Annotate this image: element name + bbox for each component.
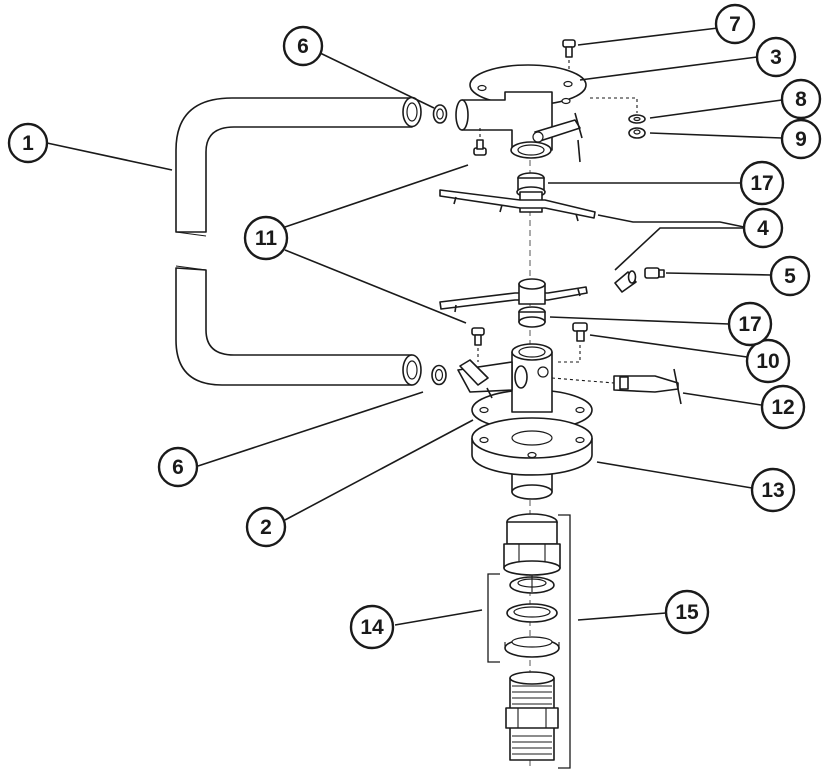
svg-text:17: 17 — [738, 313, 761, 336]
split-ring — [509, 575, 555, 594]
nozzle-4 — [614, 270, 637, 293]
seal-ring — [504, 636, 560, 658]
o-ring — [506, 603, 558, 623]
callout-13: 13 — [750, 467, 796, 513]
bracket-14 — [487, 573, 500, 663]
callout-9: 9 — [780, 118, 822, 160]
callout-4: 4 — [742, 207, 784, 249]
svg-text:6: 6 — [172, 456, 184, 479]
nut-9 — [628, 127, 646, 139]
callout-11: 11 — [243, 215, 289, 261]
bolt-10 — [555, 322, 588, 363]
svg-text:11: 11 — [255, 227, 278, 250]
fitting-5 — [644, 267, 665, 279]
callout-17-upper: 17 — [739, 160, 785, 206]
bracket-15 — [558, 514, 571, 769]
threaded-adapter — [505, 671, 559, 761]
svg-text:10: 10 — [756, 350, 779, 373]
fitting-17-lower — [518, 306, 546, 328]
bolt-11-lower — [471, 327, 485, 362]
svg-text:7: 7 — [729, 13, 741, 36]
leader-lines — [46, 27, 783, 626]
callout-6-lower: 6 — [157, 446, 199, 488]
flange-13 — [471, 417, 593, 500]
svg-text:2: 2 — [260, 516, 272, 539]
callout-6-upper: 6 — [282, 25, 324, 67]
svg-text:12: 12 — [771, 396, 794, 419]
rotor-arm-upper — [439, 189, 596, 222]
valve-12 — [551, 368, 682, 405]
svg-text:15: 15 — [675, 601, 699, 624]
svg-text:17: 17 — [750, 172, 773, 195]
screw-7 — [562, 39, 576, 72]
callout-17-lower: 17 — [727, 301, 773, 347]
washer-lower — [431, 364, 447, 386]
coupling-nut — [503, 513, 561, 576]
callout-10: 10 — [745, 338, 791, 384]
svg-text:9: 9 — [795, 128, 807, 151]
rotor-arm-lower — [439, 278, 588, 313]
svg-text:4: 4 — [757, 217, 769, 240]
washer-upper — [432, 104, 448, 124]
svg-text:5: 5 — [784, 265, 796, 288]
callout-7: 7 — [714, 3, 756, 45]
callout-1: 1 — [7, 122, 49, 164]
callout-3: 3 — [755, 36, 797, 78]
washer-8 — [628, 114, 646, 124]
u-pipe — [175, 96, 422, 386]
upper-elbow-flange — [455, 64, 587, 163]
svg-text:14: 14 — [360, 616, 384, 639]
callout-8: 8 — [780, 78, 822, 120]
callout-14: 14 — [349, 604, 395, 650]
svg-text:13: 13 — [761, 479, 784, 502]
svg-text:6: 6 — [297, 35, 309, 58]
callout-15: 15 — [664, 589, 710, 635]
svg-text:1: 1 — [22, 132, 34, 155]
callout-5: 5 — [769, 255, 811, 297]
svg-text:8: 8 — [795, 88, 807, 111]
bolt-11-upper — [473, 128, 487, 156]
svg-text:3: 3 — [770, 46, 782, 69]
callout-12: 12 — [760, 384, 806, 430]
callout-2: 2 — [245, 506, 287, 548]
